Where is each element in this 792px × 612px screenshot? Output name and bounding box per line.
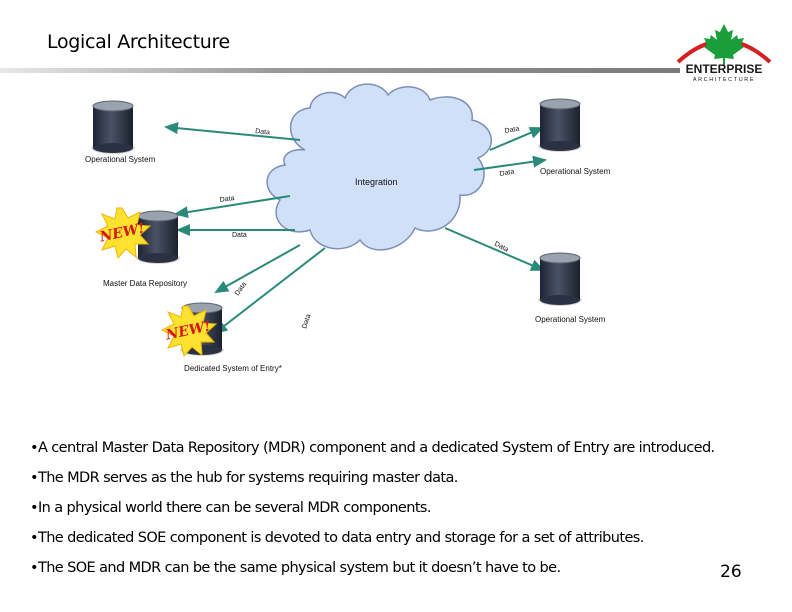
- data-label-top-left: Data: [255, 128, 271, 137]
- slide-title: Logical Architecture: [47, 31, 230, 53]
- integration-cloud: [266, 83, 493, 251]
- data-label-left-lower: Data: [232, 232, 247, 239]
- bullet-item: •In a physical world there can be severa…: [30, 500, 431, 516]
- logo-subtitle: ARCHITECTURE: [693, 77, 755, 83]
- logo-name: ENTERPRISE: [686, 62, 763, 76]
- arrow-top-right: [489, 127, 544, 151]
- data-label-soe: Data: [301, 313, 312, 329]
- db-op-bottom-right: [537, 252, 583, 307]
- label-op-top-right: Operational System: [540, 167, 611, 176]
- arrow-mdr: [214, 244, 301, 293]
- arrow-left-upper: [174, 195, 291, 219]
- arrow-soe: [213, 247, 326, 335]
- arrow-right: [473, 155, 547, 171]
- arrow-bottom-right: [444, 227, 545, 271]
- arrow-top-left: [164, 122, 301, 141]
- bullet-item: •A central Master Data Repository (MDR) …: [30, 440, 715, 456]
- enterprise-architecture-logo: ENTERPRISE ARCHITECTURE: [676, 24, 772, 83]
- bullet-item: •The MDR serves as the hub for systems r…: [30, 470, 458, 486]
- data-label-mdr: Data: [234, 281, 248, 297]
- maple-leaf-icon: [704, 24, 744, 66]
- db-op-top-right: [537, 98, 583, 153]
- label-op-bottom-right: Operational System: [535, 315, 606, 324]
- data-label-top-right: Data: [504, 125, 520, 134]
- bullet-item: •The SOE and MDR can be the same physica…: [30, 560, 561, 576]
- header-rule: [0, 68, 680, 73]
- db-op-top-left: [90, 100, 136, 155]
- bullet-item: •The dedicated SOE component is devoted …: [30, 530, 644, 546]
- data-label-right: Data: [499, 168, 515, 177]
- page-number: 26: [720, 562, 742, 582]
- label-op-top-left: Operational System: [85, 155, 156, 164]
- data-label-left-upper: Data: [219, 195, 235, 204]
- cloud-label: Integration: [355, 177, 398, 187]
- label-soe: Dedicated System of Entry*: [184, 364, 282, 373]
- label-mdr: Master Data Repository: [103, 279, 187, 288]
- architecture-diagram: Integration Data Data Data Data Data Dat…: [85, 83, 611, 373]
